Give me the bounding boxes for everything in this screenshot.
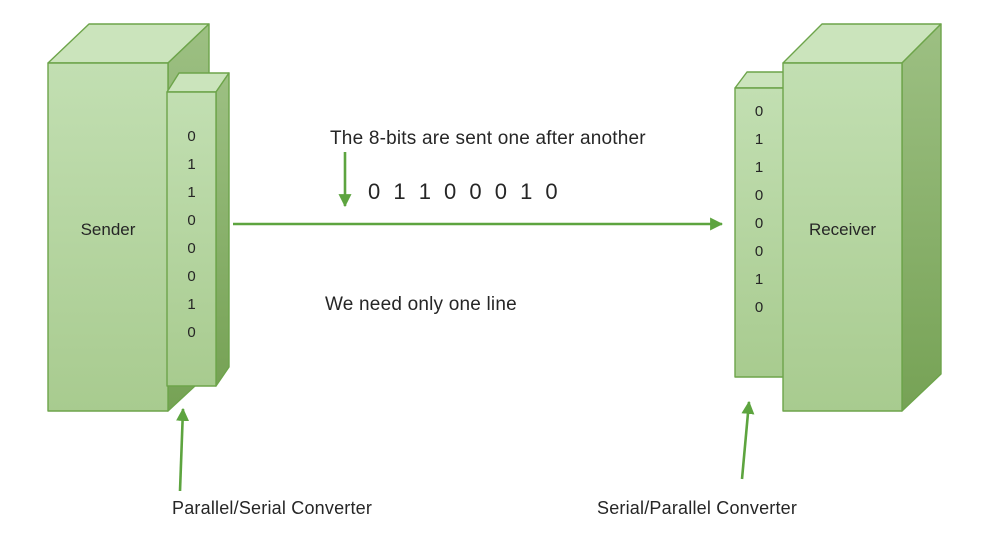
bit-cell: 1 xyxy=(754,271,764,288)
sender-box-front-face xyxy=(47,62,169,412)
ps-converter-side-face xyxy=(215,72,230,387)
line-note-text: We need only one line xyxy=(325,294,517,315)
serial-parallel-converter-box xyxy=(734,71,798,378)
sender-label: Sender xyxy=(80,220,136,239)
receiver-box-side-face xyxy=(901,23,942,412)
bit-cell: 0 xyxy=(187,212,196,229)
bit-cell: 0 xyxy=(187,268,196,285)
ps-converter-bit-column: 0 1 1 0 0 0 1 0 xyxy=(167,123,216,347)
bit-cell: 0 xyxy=(187,240,196,257)
bit-cell: 1 xyxy=(187,156,196,173)
bit-cell: 1 xyxy=(754,131,764,148)
sp-converter-caption: Serial/Parallel Converter xyxy=(597,498,798,518)
ps-converter-caption: Parallel/Serial Converter xyxy=(172,498,373,518)
sp-converter-bit-column: 0 1 1 0 0 0 1 0 xyxy=(735,98,783,322)
bit-cell: 0 xyxy=(187,128,196,145)
bit-cell: 0 xyxy=(754,215,764,232)
receiver-box-front-face xyxy=(782,62,903,412)
bit-cell: 0 xyxy=(754,103,764,120)
bit-cell: 1 xyxy=(754,159,764,176)
ps-converter-pointer-arrow xyxy=(176,407,190,492)
receiver-label: Receiver xyxy=(808,220,877,239)
bit-cell: 1 xyxy=(187,184,196,201)
ps-converter-front-face xyxy=(166,91,217,387)
receiver-box xyxy=(782,23,942,412)
parallel-serial-converter-box xyxy=(166,72,230,387)
serial-bits-text: 0 1 1 0 0 0 1 0 xyxy=(368,179,559,204)
bit-cell: 0 xyxy=(754,187,764,204)
serial-note-text: The 8-bits are sent one after another xyxy=(330,128,646,149)
bit-cell: 0 xyxy=(754,243,764,260)
bit-cell: 0 xyxy=(187,324,196,341)
bit-cell: 0 xyxy=(754,299,764,316)
bit-cell: 1 xyxy=(187,296,196,313)
sp-converter-pointer-arrow xyxy=(740,400,755,480)
